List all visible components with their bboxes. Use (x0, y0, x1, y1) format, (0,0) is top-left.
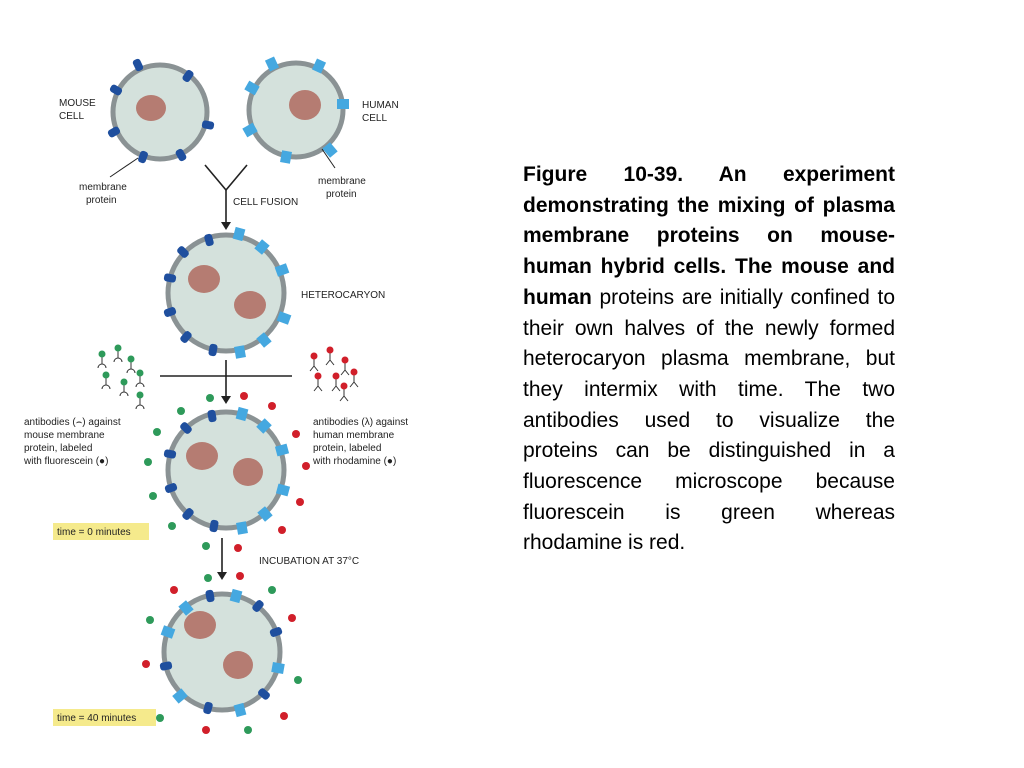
membrane-protein-label-left-line1: membrane (79, 182, 127, 193)
human-cell-label-line2: CELL (362, 113, 387, 124)
time-0-rhodamine-labels (234, 392, 310, 552)
mouse-antibody-label-line4: with fluorescein (●) (23, 456, 108, 467)
membrane-protein-pointer-right (321, 148, 336, 169)
fluorescein-antibodies (97, 344, 145, 410)
time-40-label: time = 40 minutes (57, 713, 136, 724)
time-0-label: time = 0 minutes (57, 527, 131, 538)
human-cell (246, 60, 346, 160)
time-40-mixed-proteins (159, 588, 285, 718)
cell-fusion-label: CELL FUSION (233, 197, 298, 208)
mouse-membrane-proteins (107, 58, 215, 164)
incubation-label: INCUBATION AT 37°C (259, 556, 359, 567)
mouse-cell-label-line2: CELL (59, 111, 84, 122)
time-40-rhodamine-labels (142, 572, 296, 734)
membrane-protein-label-left-line2: protein (86, 195, 117, 206)
human-membrane-proteins (242, 56, 349, 164)
heterocaryon-human-proteins (232, 226, 292, 359)
heterocaryon-label: HETEROCARYON (301, 290, 385, 301)
rhodamine-antibodies (309, 346, 359, 402)
mouse-cell-label-line1: MOUSE (59, 98, 96, 109)
cell-fusion-arrow (204, 164, 248, 222)
caption-bold-text: Figure 10-39. An experiment demonstratin… (523, 163, 895, 309)
membrane-protein-label-right-line1: membrane (318, 176, 366, 187)
figure-caption: Figure 10-39. An experiment demonstratin… (523, 160, 895, 559)
caption-body-text: proteins are initially confined to their… (523, 285, 895, 555)
heterocaryon-cell (165, 232, 287, 354)
labeled-cell-time-0 (165, 409, 287, 531)
time-0-fluorescein-labels (144, 394, 214, 550)
mouse-antibody-label-line3: protein, labeled (24, 443, 92, 454)
time-0-mouse-proteins (163, 409, 219, 533)
membrane-protein-label-right-line2: protein (326, 189, 357, 200)
incubation-arrowhead (217, 572, 227, 580)
cell-fusion-arrowhead (221, 222, 231, 230)
human-antibody-label-line4: with rhodamine (●) (312, 456, 396, 467)
time-40-fluorescein-labels (146, 574, 302, 734)
antibody-merge-arrowhead (221, 396, 231, 404)
mouse-antibody-label-line1: antibodies (⌢) against (24, 417, 121, 428)
human-antibody-label-line3: protein, labeled (313, 443, 381, 454)
membrane-protein-pointer-left (109, 157, 139, 178)
labeled-cell-time-40 (161, 591, 283, 713)
human-antibody-label-line1: antibodies (λ) against (313, 417, 408, 428)
time-0-human-proteins (235, 406, 291, 535)
heterocaryon-mouse-proteins (163, 233, 218, 357)
human-cell-label-line1: HUMAN (362, 100, 399, 111)
human-antibody-label-line2: human membrane (313, 430, 395, 441)
time-40-badge (53, 709, 156, 726)
cell-fusion-diagram: MOUSE CELL HUMAN CELL membrane protein m… (23, 56, 408, 734)
mouse-antibody-label-line2: mouse membrane (24, 430, 105, 441)
time-0-badge (53, 523, 149, 540)
antibody-merge-arrows (160, 360, 292, 396)
mouse-cell (110, 62, 210, 162)
